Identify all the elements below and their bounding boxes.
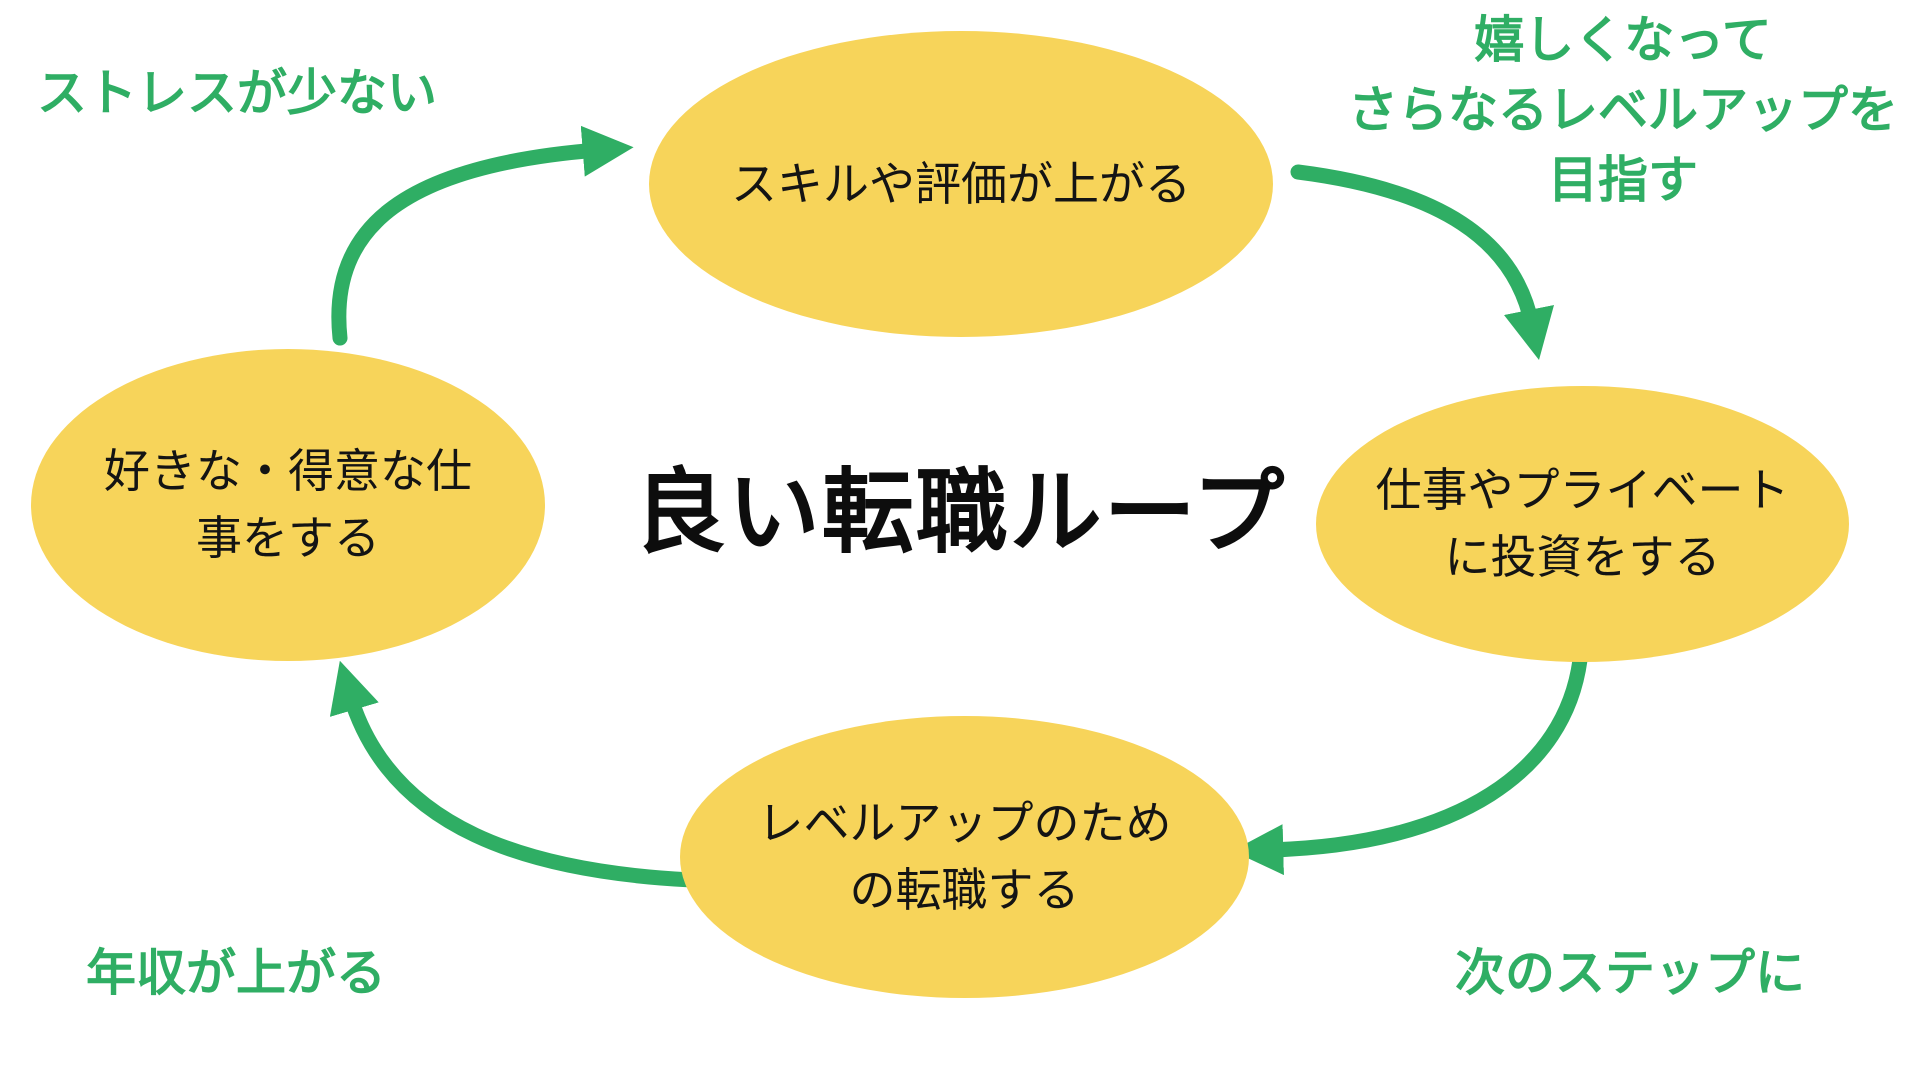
node-invest-work-private-label-line1: 仕事やプライベート (1375, 463, 1790, 518)
note-less-stress: ストレスが少ない (37, 58, 437, 128)
node-job-change-level-up-label-line1: レベルアップのため (757, 796, 1172, 851)
note-aim-further-level-up-line2: さらなるレベルアップを (1348, 81, 1898, 139)
arrow-right-to-bottom-icon (1232, 652, 1588, 876)
node-favorite-work: 好きな・得意な仕 事をする (31, 349, 545, 661)
node-skill-evaluation-up: スキルや評価が上がる (649, 31, 1273, 337)
node-job-change-level-up: レベルアップのため の転職する (680, 716, 1249, 998)
note-aim-further-level-up-line3: 目指す (1548, 151, 1698, 209)
arrow-top-to-right-icon (1290, 164, 1554, 361)
node-invest-work-private: 仕事やプライベート に投資をする (1316, 386, 1849, 662)
diagram-title: 良い転職ループ (633, 459, 1287, 566)
node-invest-work-private-label-line2: に投資をする (1444, 530, 1721, 584)
note-less-stress-label: ストレスが少ない (37, 64, 437, 122)
note-income-up: 年収が上がる (86, 938, 386, 1008)
node-favorite-work-label-line2: 事をする (196, 511, 380, 565)
node-skill-evaluation-up-label: スキルや評価が上がる (731, 156, 1191, 211)
node-favorite-work-label-line1: 好きな・得意な仕 (104, 444, 472, 499)
node-job-change-level-up-label-line2: の転職する (849, 863, 1080, 917)
arrow-left-to-top-icon (331, 125, 634, 346)
note-next-step-label: 次のステップに (1455, 944, 1805, 1002)
note-next-step: 次のステップに (1455, 938, 1805, 1008)
note-aim-further-level-up-line1: 嬉しくなって (1474, 11, 1772, 69)
arrow-bottom-to-left-icon (329, 660, 700, 888)
note-income-up-label: 年収が上がる (86, 944, 386, 1002)
note-aim-further-level-up: 嬉しくなって さらなるレベルアップを 目指す (1330, 5, 1916, 215)
